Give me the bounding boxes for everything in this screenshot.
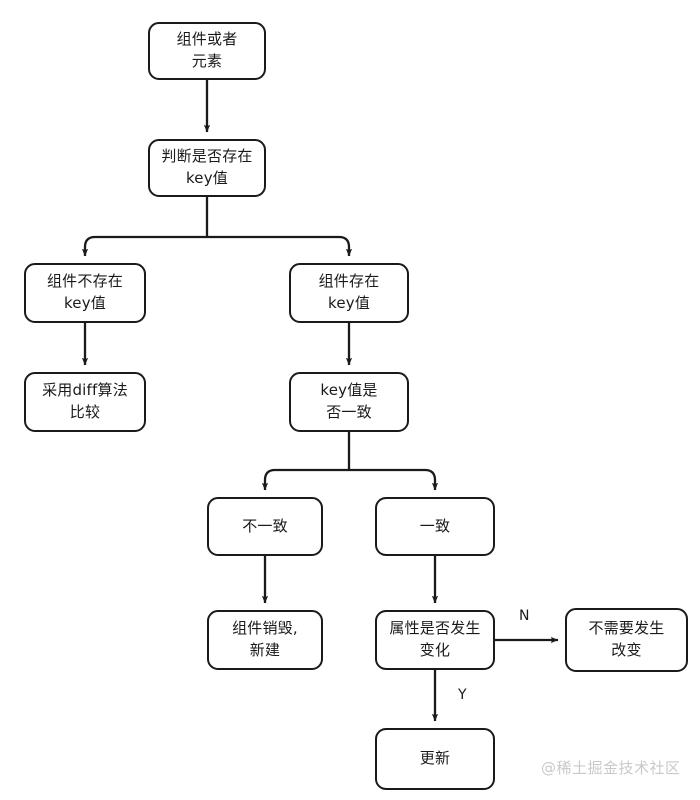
node-use-diff-algorithm[interactable]: 采用diff算法 比较 [24,372,146,432]
node-destroy-and-create[interactable]: 组件销毁, 新建 [207,610,323,670]
edge-n6-n7 [261,468,349,491]
edge-label-n: N [519,608,530,624]
node-no-change-needed[interactable]: 不需要发生 改变 [565,608,688,672]
node-props-changed-check[interactable]: 属性是否发生 变化 [375,610,495,670]
node-not-same[interactable]: 不一致 [207,497,323,556]
edge-n2-n4 [207,235,353,257]
node-key-present[interactable]: 组件存在 key值 [289,263,409,323]
edge-n6-n8 [349,468,439,491]
node-same[interactable]: 一致 [375,497,495,556]
node-update[interactable]: 更新 [375,728,495,790]
node-check-key-exists[interactable]: 判断是否存在 key值 [148,139,266,197]
node-component-or-element[interactable]: 组件或者 元素 [148,22,266,80]
node-key-absent[interactable]: 组件不存在 key值 [24,263,146,323]
edge-n2-n3 [81,235,207,257]
node-key-same-check[interactable]: key值是 否一致 [289,372,409,432]
edge-label-y: Y [458,687,467,703]
watermark: @稀土掘金技术社区 [541,759,681,777]
